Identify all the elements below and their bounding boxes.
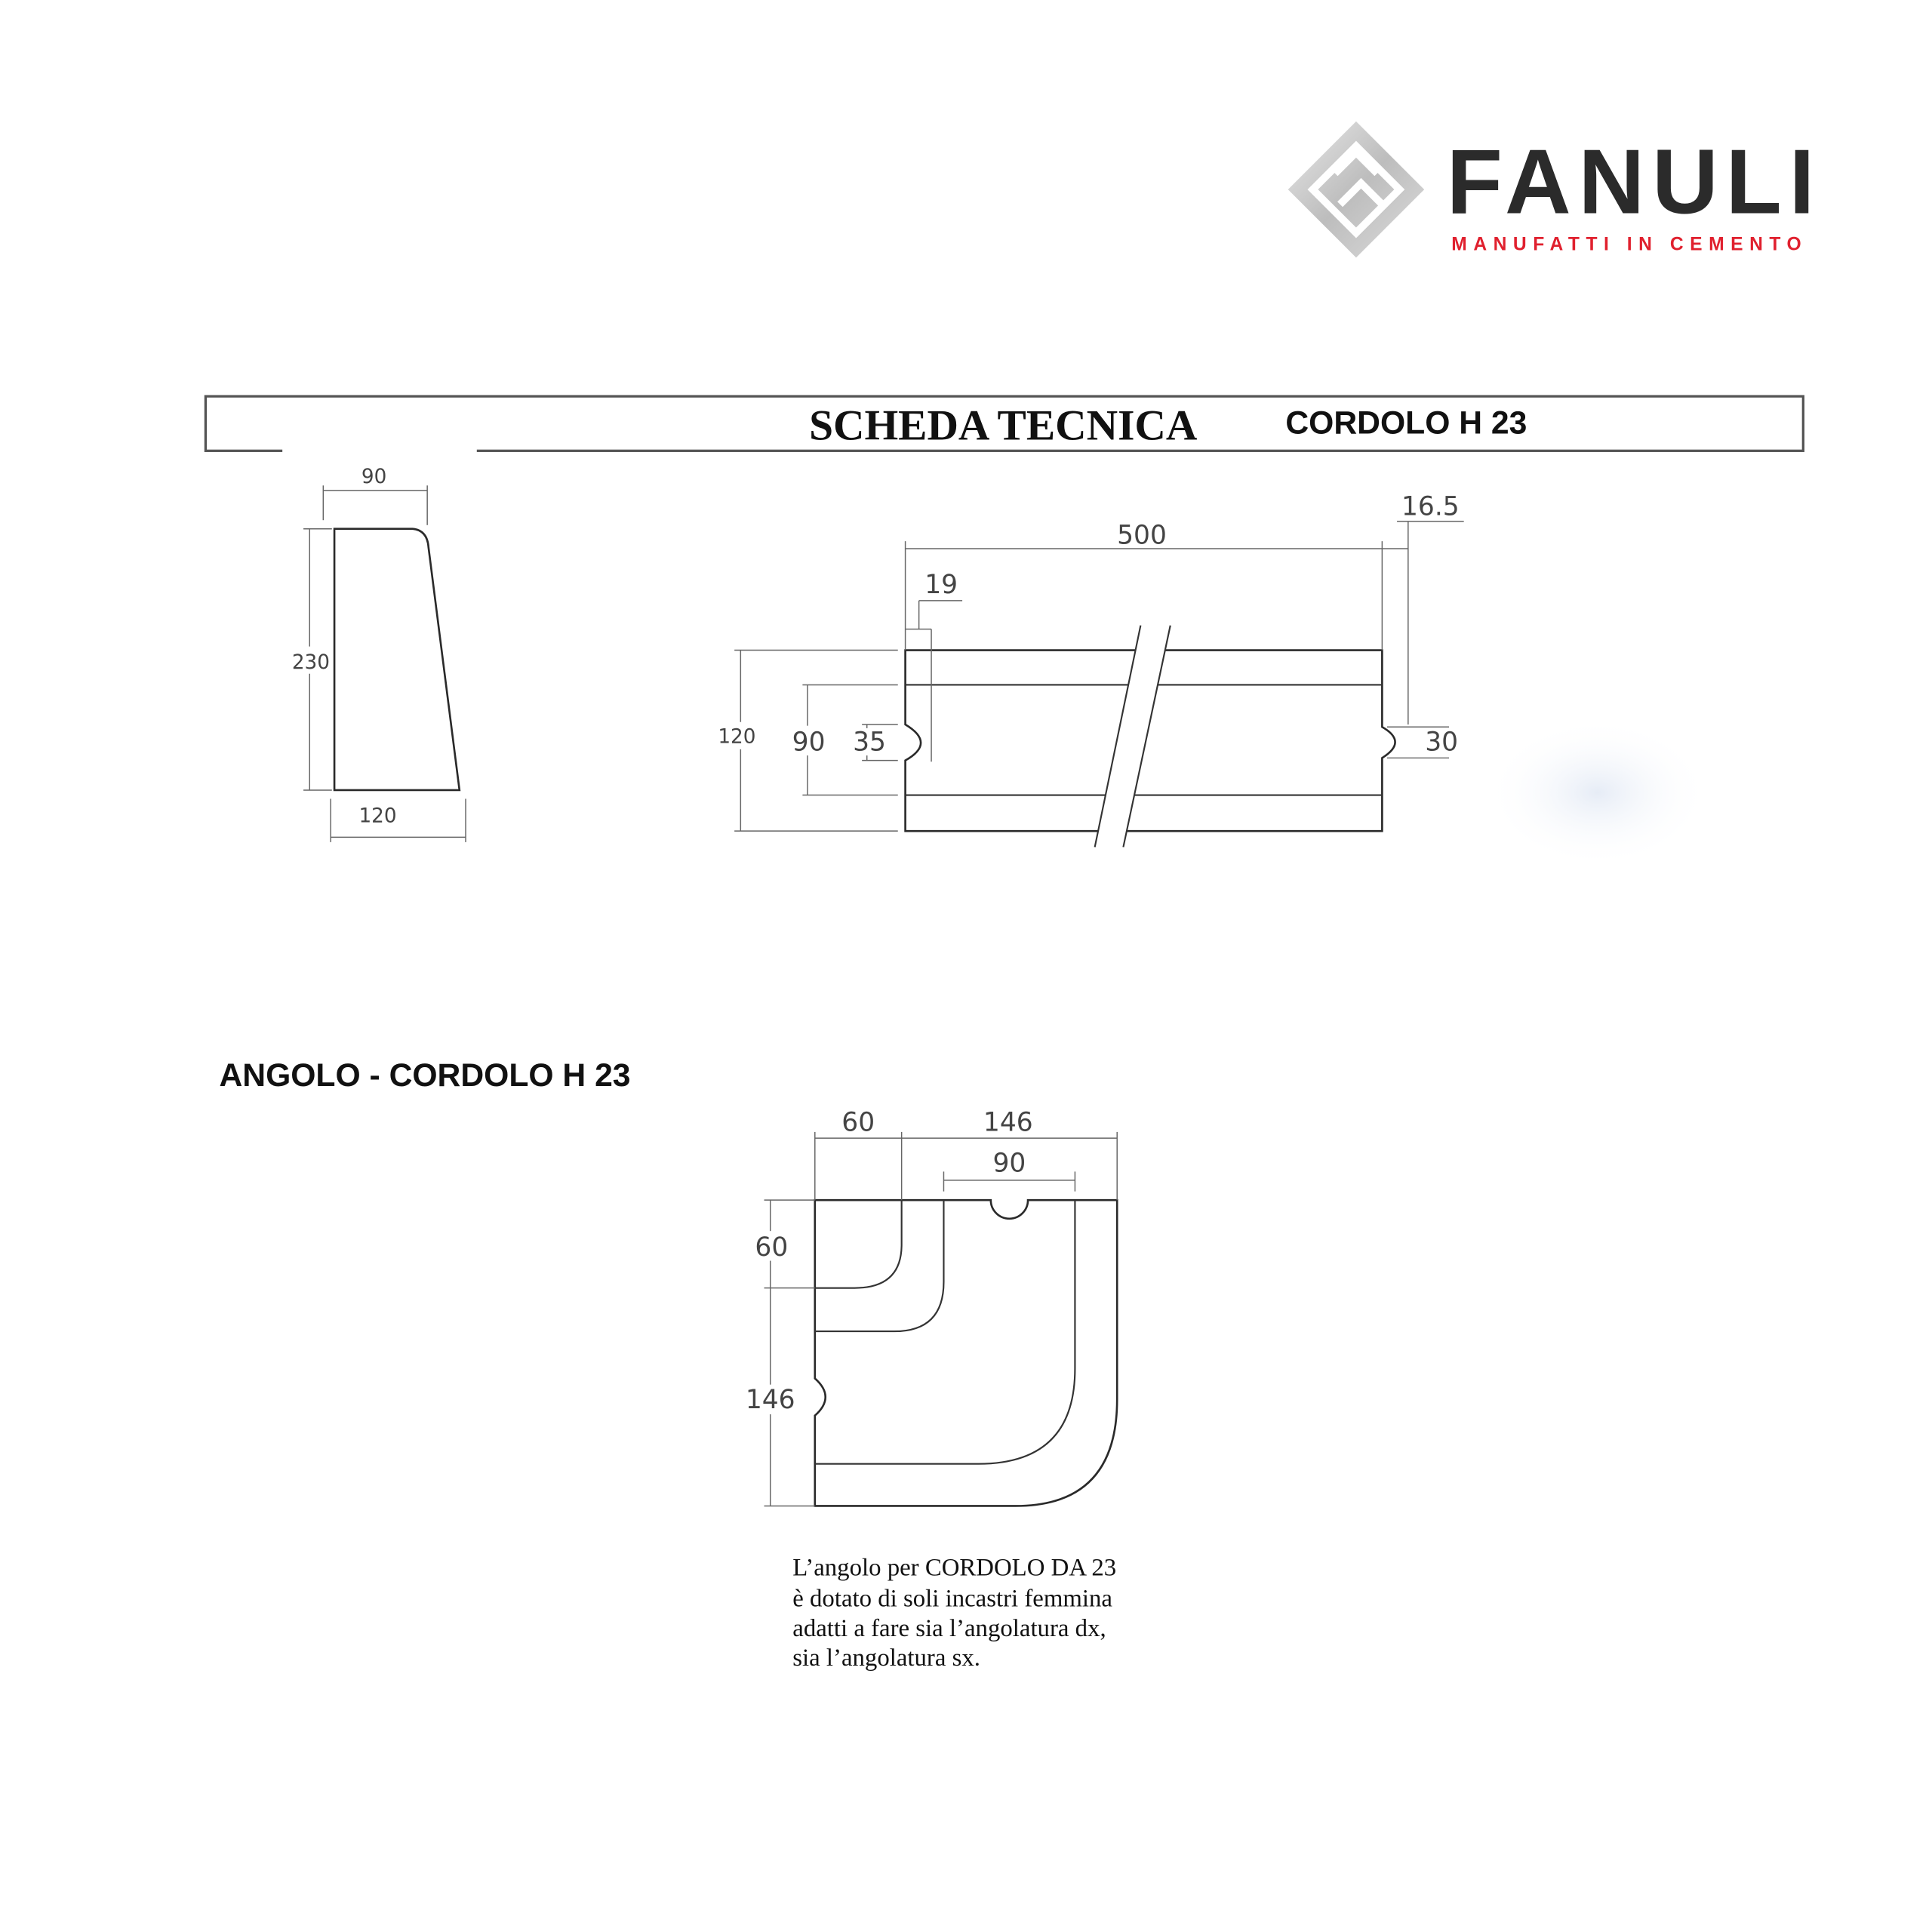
dim-offset-right: 16.5 (1401, 492, 1460, 522)
corner-drawing: 60 146 90 60 146 (743, 1107, 1118, 1507)
dim-top-inner: 90 (993, 1148, 1026, 1178)
corner-caption: L’angolo per CORDOLO DA 23 è dotato di s… (792, 1554, 1116, 1672)
brand-name: FANULI (1447, 130, 1823, 232)
dim-male-joint: 30 (1425, 727, 1458, 757)
dim-top-left: 60 (841, 1107, 875, 1137)
side-drawing: 500 16.5 19 120 90 35 30 (713, 492, 1709, 867)
dim-female-joint: 35 (853, 727, 886, 757)
dim-height: 230 (292, 651, 330, 674)
caption-line: è dotato di soli incastri femmina (792, 1585, 1112, 1612)
header-box: SCHEDA TECNICA CORDOLO H 23 (204, 395, 1804, 454)
dim-height: 120 (718, 726, 755, 749)
product-name: CORDOLO H 23 (1285, 405, 1527, 441)
caption-line: adatti a fare sia l’angolatura dx, (792, 1615, 1106, 1642)
company-logo: FANULI MANUFATTI IN CEMENTO (1287, 121, 1823, 258)
dim-offset-left: 19 (924, 570, 958, 600)
dim-top-width: 90 (361, 466, 386, 488)
dim-left-bottom: 146 (746, 1385, 795, 1415)
caption-line: sia l’angolatura sx. (792, 1644, 980, 1672)
dim-left-top: 60 (755, 1232, 788, 1263)
dim-inner-height: 90 (792, 727, 826, 757)
sheet-title: SCHEDA TECNICA (809, 402, 1198, 450)
diamond-logo-icon (1287, 121, 1425, 258)
brand-tagline: MANUFATTI IN CEMENTO (1451, 234, 1807, 254)
profile-drawing: 90 230 120 (287, 466, 466, 842)
caption-line: L’angolo per CORDOLO DA 23 (792, 1554, 1116, 1581)
dim-top-right: 146 (983, 1107, 1033, 1137)
dim-base-width: 120 (358, 805, 396, 828)
dim-length: 500 (1117, 520, 1167, 550)
corner-title: ANGOLO - CORDOLO H 23 (219, 1057, 630, 1094)
